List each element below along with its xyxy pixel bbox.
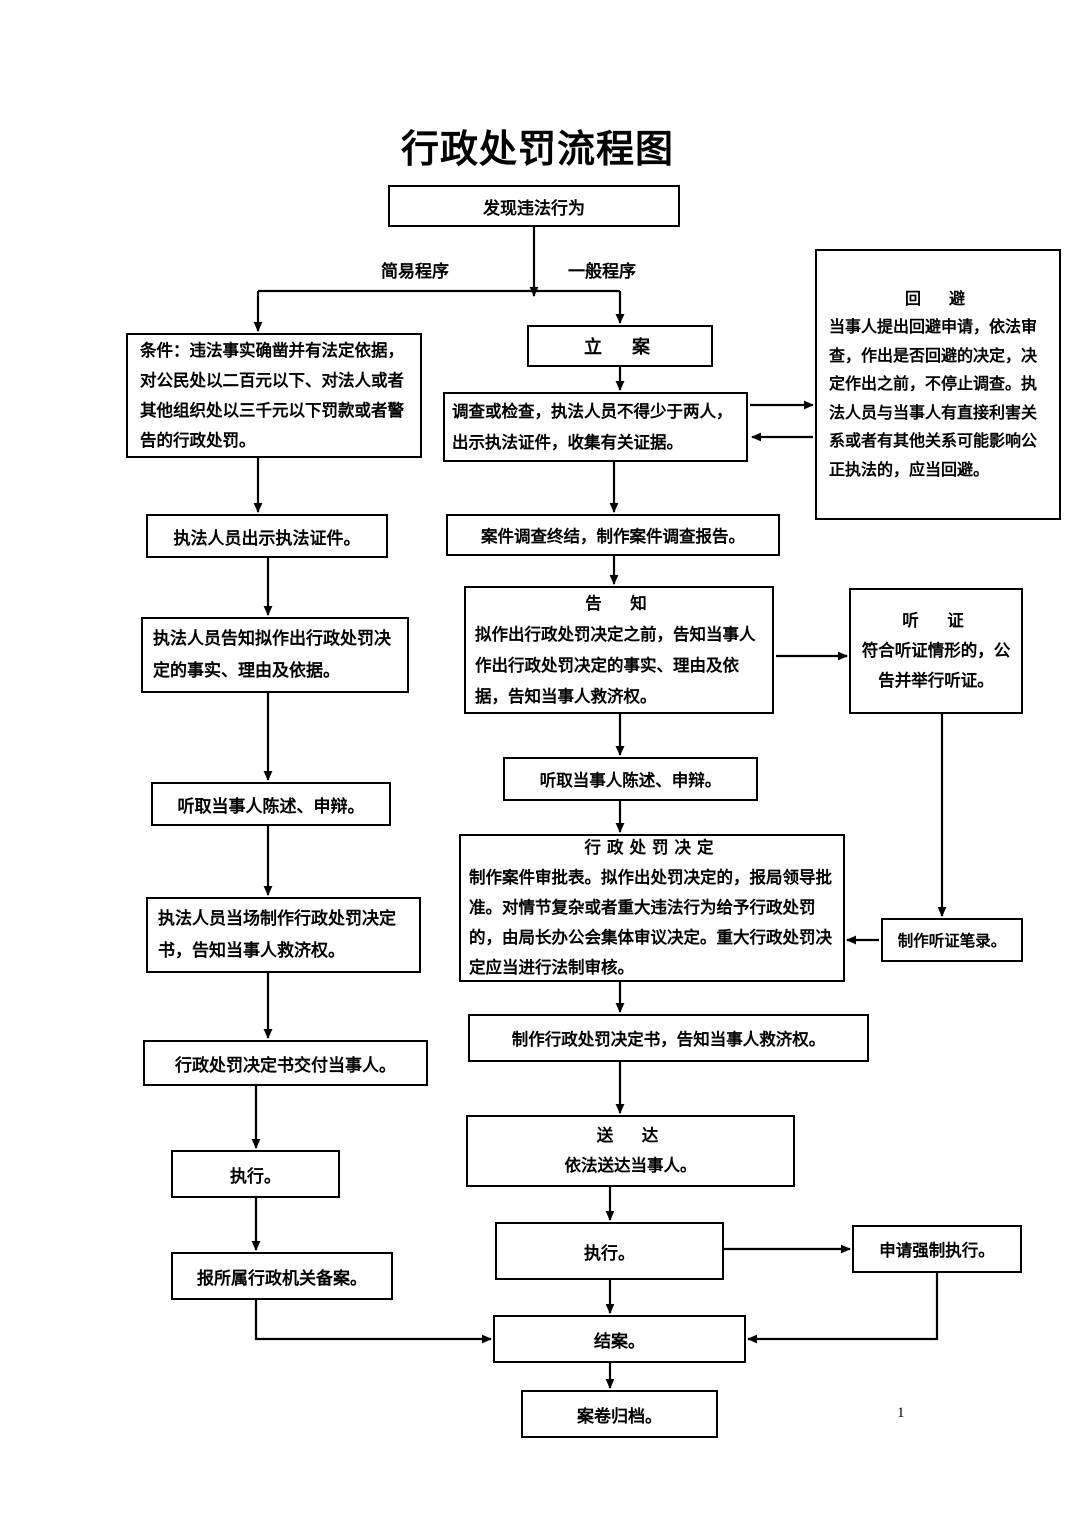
node-simple-procedure-condition[interactable]: 条件：违法事实确凿并有法定依据，对公民处以二百元以下、对法人或者其他组织处以三千… (126, 333, 422, 458)
node-text: 执行。 (230, 1166, 281, 1187)
node-heading: 送 达 (596, 1126, 665, 1145)
node-heading: 听 证 (902, 611, 970, 630)
node-file-with-authority-left[interactable]: 报所属行政机关备案。 (171, 1252, 393, 1300)
node-text: 案件调查终结，制作案件调查报告。 (481, 527, 745, 546)
node-text: 执法人员出示执法证件。 (173, 528, 361, 549)
node-text: 立 案 (584, 337, 656, 358)
node-text: 案卷归档。 (577, 1406, 662, 1427)
branch-label-general-procedure: 一般程序 (568, 262, 636, 282)
node-text: 听取当事人陈述、申辩。 (177, 796, 365, 817)
node-archive-file[interactable]: 案卷归档。 (521, 1390, 718, 1438)
node-show-law-enforcement-credentials[interactable]: 执法人员出示执法证件。 (146, 514, 388, 558)
node-case-filing[interactable]: 立 案 (527, 325, 713, 367)
node-text: 制作行政处罚决定书，告知当事人救济权。 (511, 1030, 826, 1049)
page-title: 行政处罚流程图 (400, 127, 674, 171)
node-deliver-decision-left[interactable]: 行政处罚决定书交付当事人。 (143, 1040, 428, 1086)
node-text: 制作案件审批表。拟作出处罚决定的，报局领导批准。对情节复杂或者重大违法行为给予行… (469, 868, 832, 977)
node-onsite-penalty-decision[interactable]: 执法人员当场制作行政处罚决定书，告知当事人救济权。 (146, 897, 421, 973)
node-heading: 行政处罚决定 (584, 838, 720, 857)
node-inform-left[interactable]: 执法人员告知拟作出行政处罚决定的事实、理由及依据。 (141, 617, 409, 693)
node-text: 条件：违法事实确凿并有法定依据，对公民处以二百元以下、对法人或者其他组织处以三千… (140, 340, 404, 450)
node-listen-statement-left[interactable]: 听取当事人陈述、申辩。 (151, 782, 391, 826)
node-apply-compulsory-execution[interactable]: 申请强制执行。 (852, 1225, 1022, 1273)
node-inform[interactable]: 告 知 拟作出行政处罚决定之前，告知当事人作出行政处罚决定的事实、理由及依据，告… (464, 586, 774, 714)
node-avoidance[interactable]: 回 避 当事人提出回避申请，依法审查，作出是否回避的决定，决定作出之前，不停止调… (815, 249, 1061, 520)
node-text: 调查或检查，执法人员不得少于两人，出示执法证件，收集有关证据。 (452, 402, 733, 452)
node-text: 发现违法行为 (483, 198, 585, 219)
node-listen-statement[interactable]: 听取当事人陈述、申辩。 (503, 757, 758, 801)
node-text: 当事人提出回避申请，依法审查，作出是否回避的决定，决定作出之前，不停止调查。执法… (829, 317, 1038, 479)
node-text: 申请强制执行。 (879, 1241, 995, 1260)
node-discover-illegal-act[interactable]: 发现违法行为 (388, 185, 680, 227)
node-close-case[interactable]: 结案。 (493, 1315, 746, 1363)
node-text: 执法人员当场制作行政处罚决定书，告知当事人救济权。 (158, 909, 396, 961)
page-number: 1 (897, 1405, 905, 1421)
node-text: 拟作出行政处罚决定之前，告知当事人作出行政处罚决定的事实、理由及依据，告知当事人… (475, 625, 756, 706)
node-heading: 告 知 (585, 594, 653, 613)
node-service[interactable]: 送 达 依法送达当事人。 (466, 1115, 795, 1187)
node-text: 符合听证情形的，公告并举行听证。 (861, 641, 1011, 690)
node-text: 结案。 (594, 1331, 645, 1352)
branch-label-simple-procedure: 简易程序 (381, 262, 449, 282)
node-hearing[interactable]: 听 证 符合听证情形的，公告并举行听证。 (849, 588, 1023, 714)
node-heading: 回 避 (904, 288, 971, 308)
node-execute[interactable]: 执行。 (495, 1222, 724, 1280)
node-text: 报所属行政机关备案。 (197, 1268, 367, 1289)
node-investigation[interactable]: 调查或检查，执法人员不得少于两人，出示执法证件，收集有关证据。 (443, 392, 748, 462)
node-text: 听取当事人陈述、申辩。 (539, 771, 722, 790)
node-investigation-report[interactable]: 案件调查终结，制作案件调查报告。 (446, 514, 780, 556)
node-text: 执行。 (584, 1243, 635, 1264)
node-execute-left[interactable]: 执行。 (171, 1150, 340, 1198)
node-hearing-record[interactable]: 制作听证笔录。 (881, 918, 1023, 962)
node-administrative-penalty-decision[interactable]: 行政处罚决定 制作案件审批表。拟作出处罚决定的，报局领导批准。对情节复杂或者重大… (459, 834, 845, 982)
node-text: 依法送达当事人。 (564, 1156, 697, 1175)
node-text: 行政处罚决定书交付当事人。 (175, 1055, 396, 1076)
node-text: 制作听证笔录。 (897, 932, 1007, 950)
node-make-decision-document[interactable]: 制作行政处罚决定书，告知当事人救济权。 (468, 1014, 869, 1062)
node-text: 执法人员告知拟作出行政处罚决定的事实、理由及依据。 (153, 629, 391, 681)
